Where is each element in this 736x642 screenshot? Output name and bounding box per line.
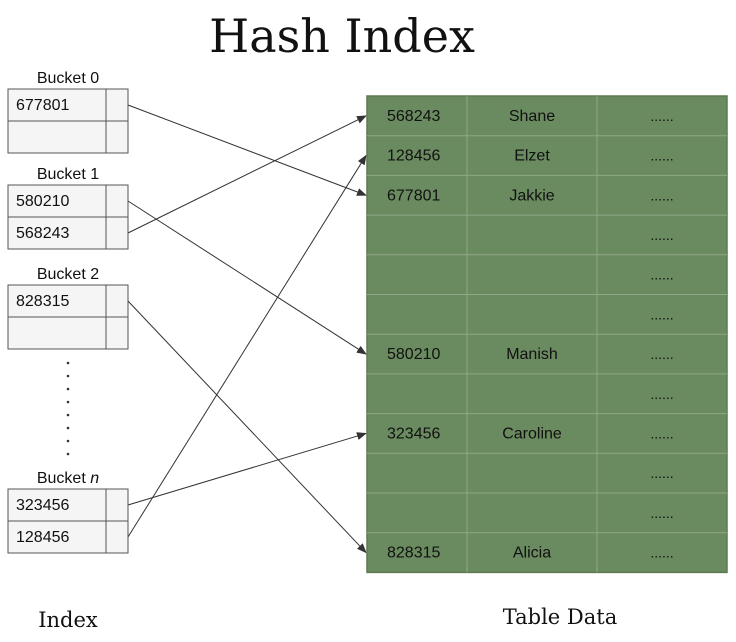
- row-key: 828315: [387, 545, 440, 562]
- table-row: 580210 Manish......: [387, 346, 674, 363]
- bucket-slot: [7, 216, 129, 250]
- row-name: Elzet: [514, 148, 550, 165]
- row-more: ......: [650, 545, 673, 561]
- table-row: 828315 Alicia......: [387, 545, 674, 562]
- row-key: 580210: [387, 346, 440, 363]
- row-key: 568243: [387, 108, 440, 125]
- bucket-label: Bucket 1: [37, 166, 99, 183]
- pointer-arrow: [127, 154, 367, 538]
- bucket-ellipsis: [66, 361, 70, 456]
- diagram-title: Hash Index: [209, 9, 475, 63]
- index-label: Index: [38, 608, 98, 632]
- bucket-key: 128456: [16, 529, 69, 546]
- row-more: ......: [650, 306, 673, 322]
- bucket-3: Bucket n 323456 128456: [7, 470, 129, 554]
- table-row: ......: [650, 267, 673, 283]
- row-more: ......: [650, 346, 673, 362]
- pointer-arrow: [127, 115, 367, 234]
- row-key: 677801: [387, 187, 440, 204]
- bucket-key: 828315: [16, 293, 69, 310]
- row-more: ......: [650, 425, 673, 441]
- bucket-slot: [7, 120, 129, 154]
- row-name: Alicia: [513, 545, 551, 562]
- bucket-key: 323456: [16, 497, 69, 514]
- row-name: Caroline: [502, 425, 562, 442]
- bucket-key: 580210: [16, 193, 69, 210]
- bucket-slot: [7, 284, 129, 318]
- bucket-key: 568243: [16, 225, 69, 242]
- row-key: 128456: [387, 148, 440, 165]
- table-row: 323456 Caroline......: [387, 425, 674, 442]
- table-row: ......: [650, 386, 673, 402]
- pointer-arrow: [127, 300, 367, 554]
- pointer-arrow: [127, 104, 367, 196]
- row-name: Manish: [506, 346, 558, 363]
- pointer-arrows: [127, 104, 367, 554]
- bucket-label: Bucket 0: [37, 70, 99, 87]
- pointer-arrow: [127, 432, 367, 506]
- bucket-label: Bucket n: [37, 470, 99, 487]
- bucket-slot: [7, 316, 129, 350]
- table-row: ......: [650, 306, 673, 322]
- row-more: ......: [650, 505, 673, 521]
- bucket-key: 677801: [16, 97, 69, 114]
- bucket-slot: [7, 520, 129, 554]
- bucket-slot: [7, 88, 129, 122]
- table-row: ......: [650, 465, 673, 481]
- table-data-label: Table Data: [503, 605, 617, 629]
- row-more: ......: [650, 386, 673, 402]
- row-more: ......: [650, 465, 673, 481]
- bucket-0: Bucket 0 677801: [7, 70, 129, 154]
- bucket-2: Bucket 2 828315: [7, 266, 129, 350]
- row-name: Jakkie: [509, 187, 554, 204]
- row-more: ......: [650, 148, 673, 164]
- bucket-slot: [7, 488, 129, 522]
- row-key: 323456: [387, 425, 440, 442]
- table-row: ......: [650, 227, 673, 243]
- row-more: ......: [650, 108, 673, 124]
- table-row: 128456 Elzet......: [387, 148, 674, 165]
- table-row: 677801 Jakkie......: [387, 187, 674, 204]
- row-more: ......: [650, 187, 673, 203]
- row-name: Shane: [509, 108, 555, 125]
- table-row: 568243 Shane......: [387, 108, 674, 125]
- table-row: ......: [650, 505, 673, 521]
- row-more: ......: [650, 267, 673, 283]
- row-more: ......: [650, 227, 673, 243]
- pointer-arrow: [127, 200, 367, 355]
- bucket-slot: [7, 184, 129, 218]
- bucket-1: Bucket 1 580210 568243: [7, 166, 129, 250]
- bucket-label: Bucket 2: [37, 266, 99, 283]
